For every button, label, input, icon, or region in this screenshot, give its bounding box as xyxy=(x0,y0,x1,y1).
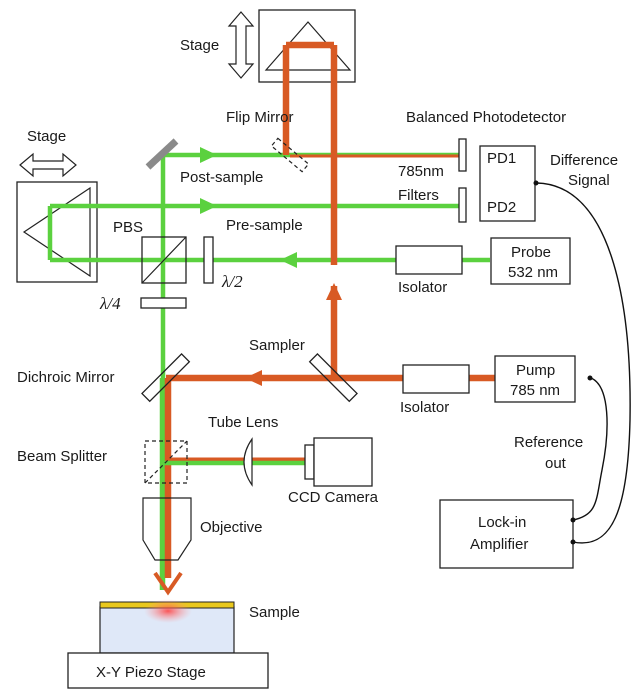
sample-label: Sample xyxy=(249,604,300,621)
filters-785-label: 785nm xyxy=(398,163,444,180)
tube-lens-label: Tube Lens xyxy=(208,414,278,431)
probe-laser-label-line1: Probe xyxy=(511,244,551,261)
left-stage-label: Stage xyxy=(27,128,66,145)
sampler-label: Sampler xyxy=(249,337,305,354)
top-stage-label: Stage xyxy=(180,37,219,54)
reference-label: Reference xyxy=(514,434,583,451)
steering-mirror xyxy=(145,138,179,170)
beam-splitter xyxy=(144,440,188,484)
objective-label: Objective xyxy=(200,519,263,536)
objective-output-arrow-icon xyxy=(153,571,183,596)
filters-label: Filters xyxy=(398,187,439,204)
quarter-wave-plate xyxy=(140,297,187,309)
pump-isolator xyxy=(402,364,470,394)
lockin-label-line2: Amplifier xyxy=(470,536,528,553)
pbs-label: PBS xyxy=(113,219,143,236)
dichroic-mirror xyxy=(141,353,191,403)
out-label: out xyxy=(545,455,567,472)
half-wave-plate xyxy=(203,236,214,284)
pump-up-arrow-icon xyxy=(326,283,342,300)
flip-mirror-label: Flip Mirror xyxy=(226,109,294,126)
pd2-filter xyxy=(458,187,467,223)
pd1-filter xyxy=(458,138,467,172)
probe-isolator xyxy=(395,245,463,275)
dichroic-mirror-label: Dichroic Mirror xyxy=(17,369,115,386)
pd1-label: PD1 xyxy=(487,150,516,167)
post-sample-arrow-icon xyxy=(200,147,217,163)
pump-laser-box xyxy=(494,355,576,403)
probe-laser-box xyxy=(490,237,571,285)
pd2-label: PD2 xyxy=(487,199,516,216)
pump-beam-path xyxy=(164,41,495,578)
xy-piezo-stage-box xyxy=(67,652,269,689)
pre-sample-label: Pre-sample xyxy=(226,217,303,234)
lockin-ref-terminal xyxy=(570,517,576,523)
ccd-camera xyxy=(304,437,373,487)
half-wave-plate-label: λ/2 xyxy=(221,272,243,291)
left-retroreflector-prism xyxy=(22,186,91,278)
tube-lens xyxy=(243,437,253,487)
balanced-photodetector-box xyxy=(479,145,536,222)
sampler xyxy=(308,353,358,403)
objective xyxy=(142,497,192,561)
difference-label: Difference xyxy=(550,152,618,169)
pump-ref-terminal xyxy=(587,375,593,381)
signal-label: Signal xyxy=(568,172,610,189)
lockin-signal-terminal xyxy=(570,539,576,545)
reference-out-wire xyxy=(572,377,608,521)
flip-mirror xyxy=(270,137,310,173)
post-sample-label: Post-sample xyxy=(180,169,263,186)
pbs-cube xyxy=(141,236,187,284)
ccd-camera-label: CCD Camera xyxy=(288,489,379,506)
pump-laser-label-line2: 785 nm xyxy=(510,382,560,399)
probe-isolator-label: Isolator xyxy=(398,279,447,296)
difference-signal-wire xyxy=(536,182,631,544)
lockin-label-line1: Lock-in xyxy=(478,514,526,531)
top-stage-double-arrow-icon xyxy=(227,11,255,79)
pre-sample-arrow-icon xyxy=(200,198,217,214)
probe-laser-label-line2: 532 nm xyxy=(508,264,558,281)
lockin-amplifier-box xyxy=(439,499,574,569)
balanced-photodetector-label: Balanced Photodetector xyxy=(406,109,566,126)
xy-piezo-stage-label: X-Y Piezo Stage xyxy=(96,664,206,681)
pump-isolator-label: Isolator xyxy=(400,399,449,416)
laser-spot xyxy=(144,599,192,623)
pd-output-terminal xyxy=(533,180,539,186)
beam-splitter-label: Beam Splitter xyxy=(17,448,107,465)
pump-laser-label-line1: Pump xyxy=(516,362,555,379)
pump-left-arrow-icon xyxy=(245,370,262,386)
quarter-wave-plate-label: λ/4 xyxy=(99,294,121,313)
left-stage-double-arrow-icon xyxy=(19,152,77,178)
probe-return-arrow-icon xyxy=(280,252,297,268)
